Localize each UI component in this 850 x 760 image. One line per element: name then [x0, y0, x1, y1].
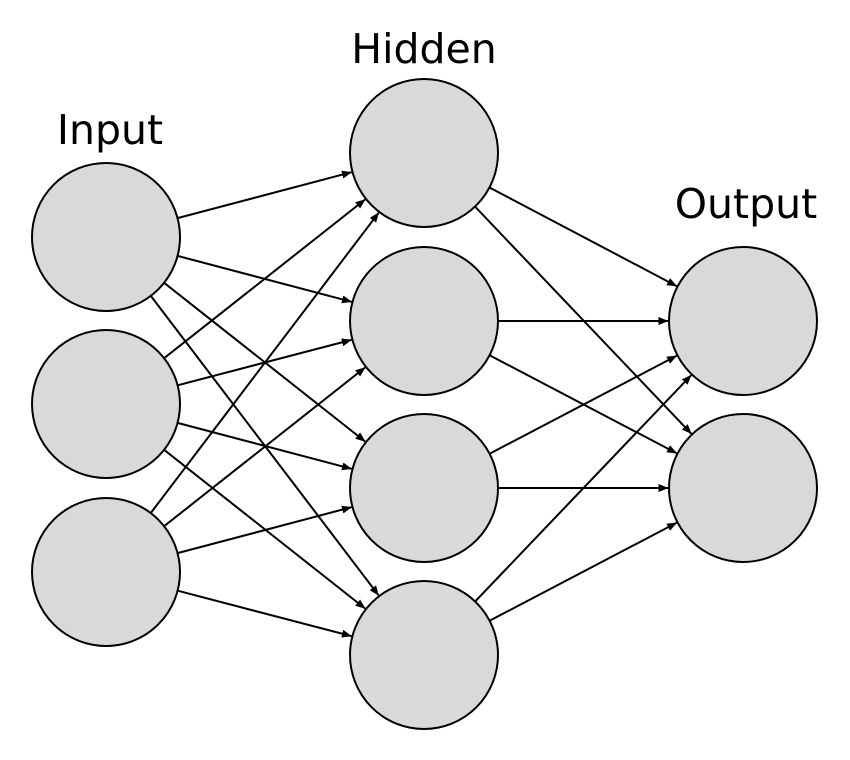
hidden-node-1	[349, 78, 499, 228]
input-node-3	[31, 497, 181, 647]
hidden-node-3	[349, 413, 499, 563]
connection-input-2-to-hidden-1	[163, 198, 366, 359]
connection-input-3-to-hidden-2	[163, 366, 366, 527]
connection-hidden-4-to-output-2	[489, 521, 678, 622]
connection-input-3-to-hidden-4	[177, 589, 352, 638]
connections	[149, 170, 693, 638]
output-node-1	[668, 246, 818, 396]
input-node-2	[31, 329, 181, 479]
hidden-node-4	[349, 580, 499, 730]
output-node-2	[668, 413, 818, 563]
hidden-node-2	[349, 246, 499, 396]
connection-hidden-4-to-output-1	[474, 374, 692, 603]
connection-input-3-to-hidden-1	[149, 212, 380, 514]
connection-input-1-to-hidden-1	[177, 170, 352, 220]
input-node-1	[31, 162, 181, 312]
connection-hidden-1-to-output-1	[489, 186, 678, 287]
connection-hidden-3-to-output-1	[489, 354, 678, 455]
layer-label-input: Input	[57, 106, 163, 154]
neurons	[31, 78, 818, 730]
layer-label-hidden: Hidden	[351, 25, 496, 73]
layer-label-output: Output	[675, 180, 817, 228]
connection-input-3-to-hidden-3	[177, 505, 352, 555]
